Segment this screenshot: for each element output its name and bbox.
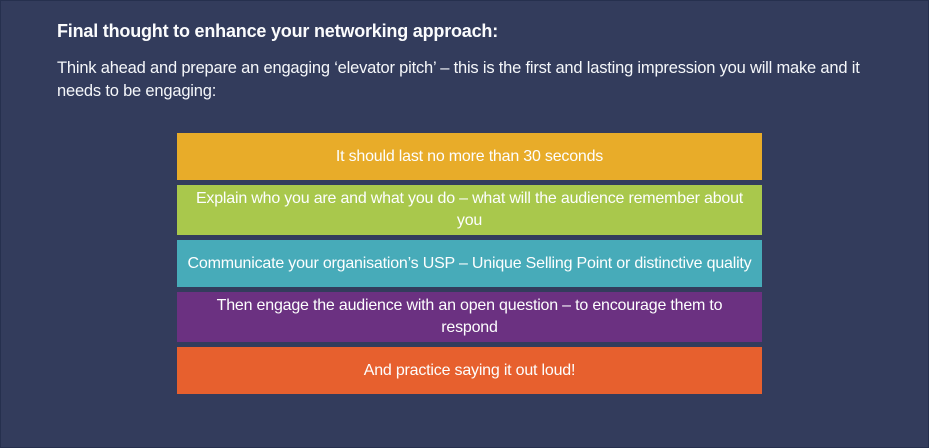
intro-text: Think ahead and prepare an engaging ‘ele… (57, 59, 860, 100)
pitch-step-practice: And practice saying it out loud! (177, 347, 762, 394)
slide-heading: Final thought to enhance your networking… (57, 21, 499, 41)
pitch-step-label: It should last no more than 30 seconds (335, 147, 604, 165)
pitch-step-duration: It should last no more than 30 seconds (177, 133, 762, 180)
pitch-step-usp: Communicate your organisation’s USP – Un… (177, 240, 762, 287)
pitch-step-open-question: Then engage the audience with an open qu… (177, 292, 762, 342)
pitch-steps-list: It should last no more than 30 seconds E… (177, 133, 762, 394)
pitch-step-label: Explain who you are and what you do – wh… (195, 190, 744, 229)
pitch-step-label: And practice saying it out loud! (363, 361, 576, 379)
pitch-step-label: Then engage the audience with an open qu… (216, 297, 723, 336)
pitch-step-who-you-are: Explain who you are and what you do – wh… (177, 185, 762, 235)
pitch-step-label: Communicate your organisation’s USP – Un… (187, 254, 752, 272)
